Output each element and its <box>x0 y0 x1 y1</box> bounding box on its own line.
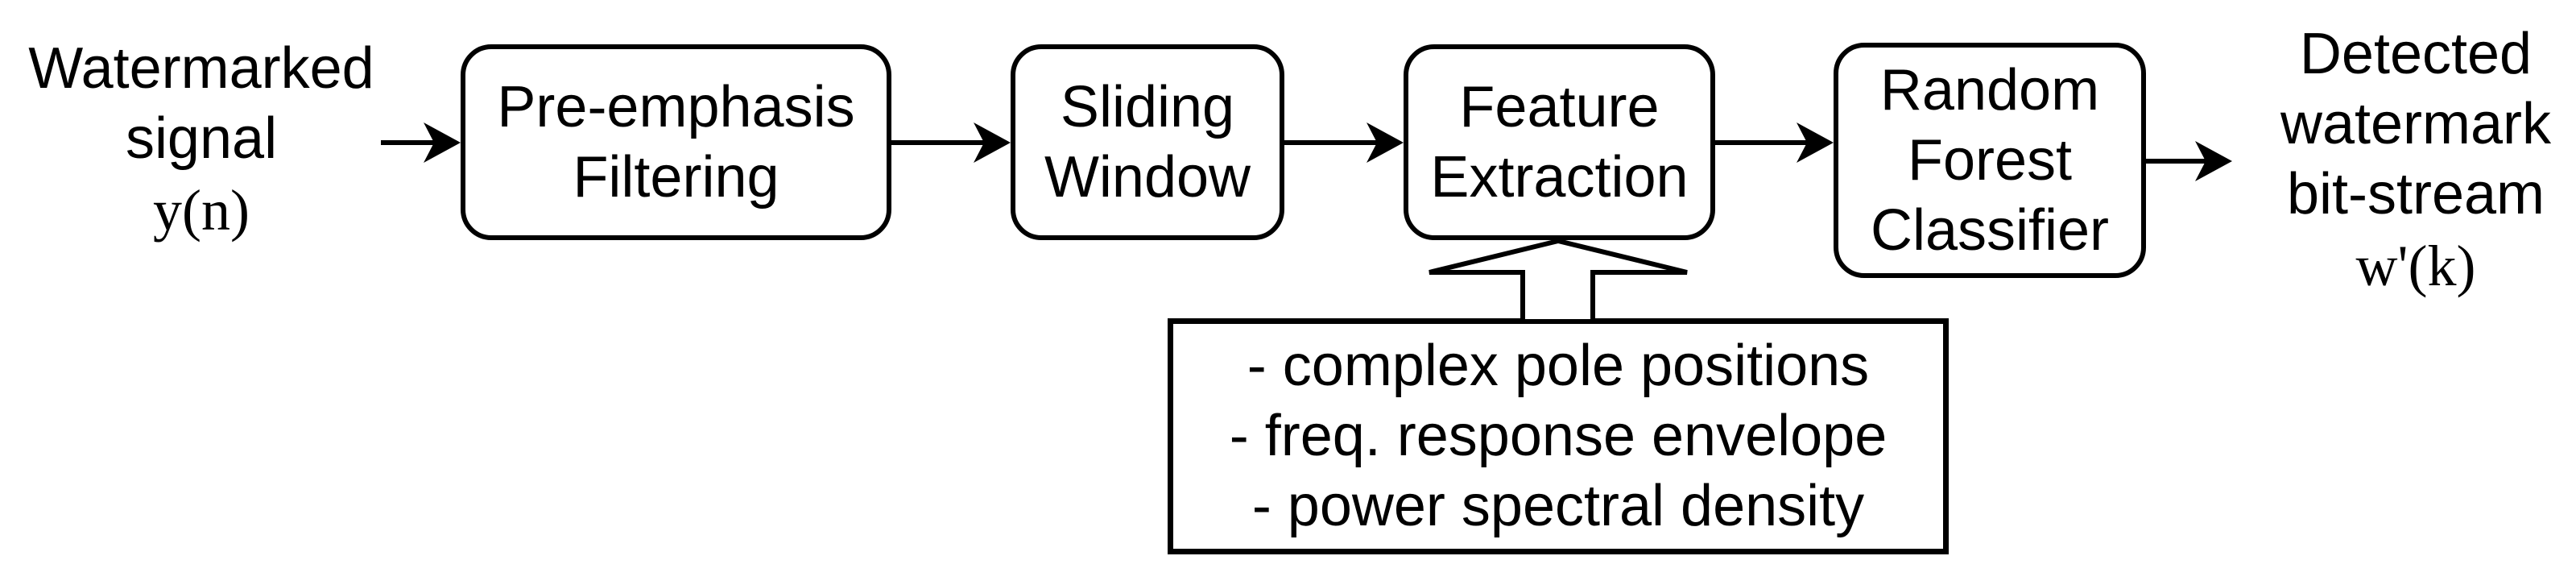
feature-list-item: - complex pole positions <box>1247 334 1870 398</box>
block-label: Random Forest Classifier <box>1870 57 2110 263</box>
output-symbol: w'(k) <box>2355 234 2476 298</box>
arrowhead-icon <box>1367 122 1404 163</box>
block-feature-extraction: Feature Extraction <box>1404 44 1715 240</box>
flow-arrow-3-4 <box>1715 122 1834 163</box>
flow-arrow-1-2 <box>891 122 1011 163</box>
block-random-forest-classifier: Random Forest Classifier <box>1834 43 2146 278</box>
arrowhead-icon <box>974 122 1011 163</box>
output-label: Detected watermark bit-stream w'(k) <box>2255 19 2576 302</box>
block-pre-emphasis-filtering: Pre-emphasis Filtering <box>461 44 891 240</box>
feature-list-box: - complex pole positions - freq. respons… <box>1168 318 1949 554</box>
output-label-text: Detected watermark bit-stream <box>2280 22 2552 226</box>
input-symbol: y(n) <box>153 178 250 243</box>
block-label: Feature Extraction <box>1430 74 1689 210</box>
flow-arrow-2-3 <box>1284 122 1404 163</box>
feature-list-item: - freq. response envelope <box>1229 404 1888 468</box>
input-label-text: Watermarked signal <box>28 36 374 171</box>
arrowhead-icon <box>1797 122 1834 163</box>
input-label: Watermarked signal y(n) <box>24 34 378 247</box>
feature-input-arrow <box>1429 238 1688 324</box>
arrowhead-icon <box>424 122 461 163</box>
block-label: Sliding Window <box>1044 74 1251 210</box>
block-label: Pre-emphasis Filtering <box>497 74 855 210</box>
flow-arrow-input <box>381 122 461 163</box>
flow-arrow-output <box>2146 141 2232 181</box>
block-sliding-window: Sliding Window <box>1011 44 1284 240</box>
feature-list-item: - power spectral density <box>1251 474 1865 538</box>
arrowhead-icon <box>2195 141 2232 181</box>
